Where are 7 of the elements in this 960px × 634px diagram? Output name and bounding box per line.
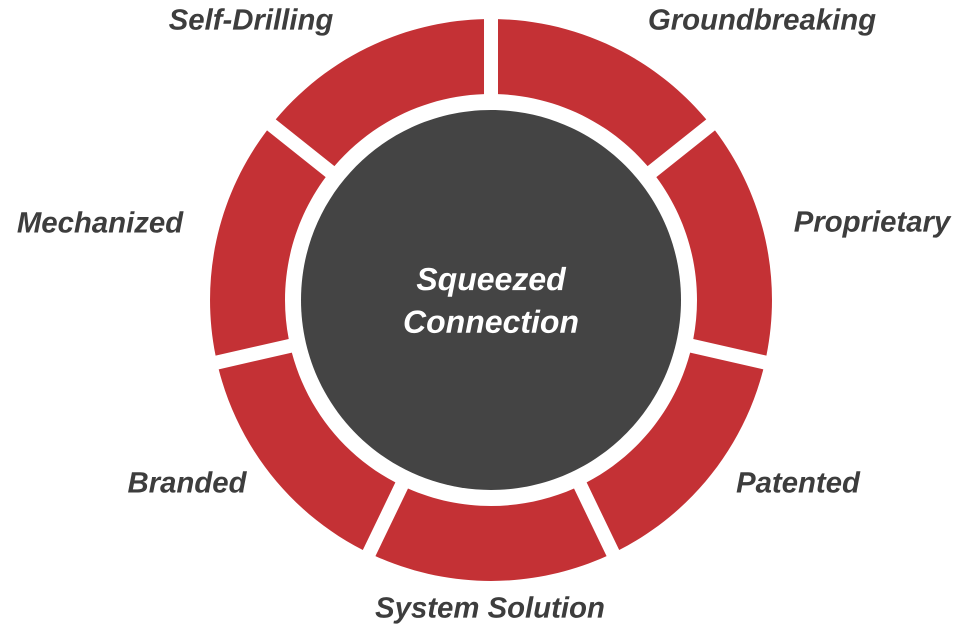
segment-label: Branded — [128, 471, 247, 493]
segment-label: Patented — [736, 471, 860, 493]
segment-label: Groundbreaking — [649, 8, 876, 36]
segment-label: Mechanized — [17, 211, 184, 233]
segment-label: System Solution — [375, 596, 604, 624]
segment-label: Proprietary — [794, 210, 952, 238]
segment-label: Self-Drilling — [169, 8, 333, 36]
